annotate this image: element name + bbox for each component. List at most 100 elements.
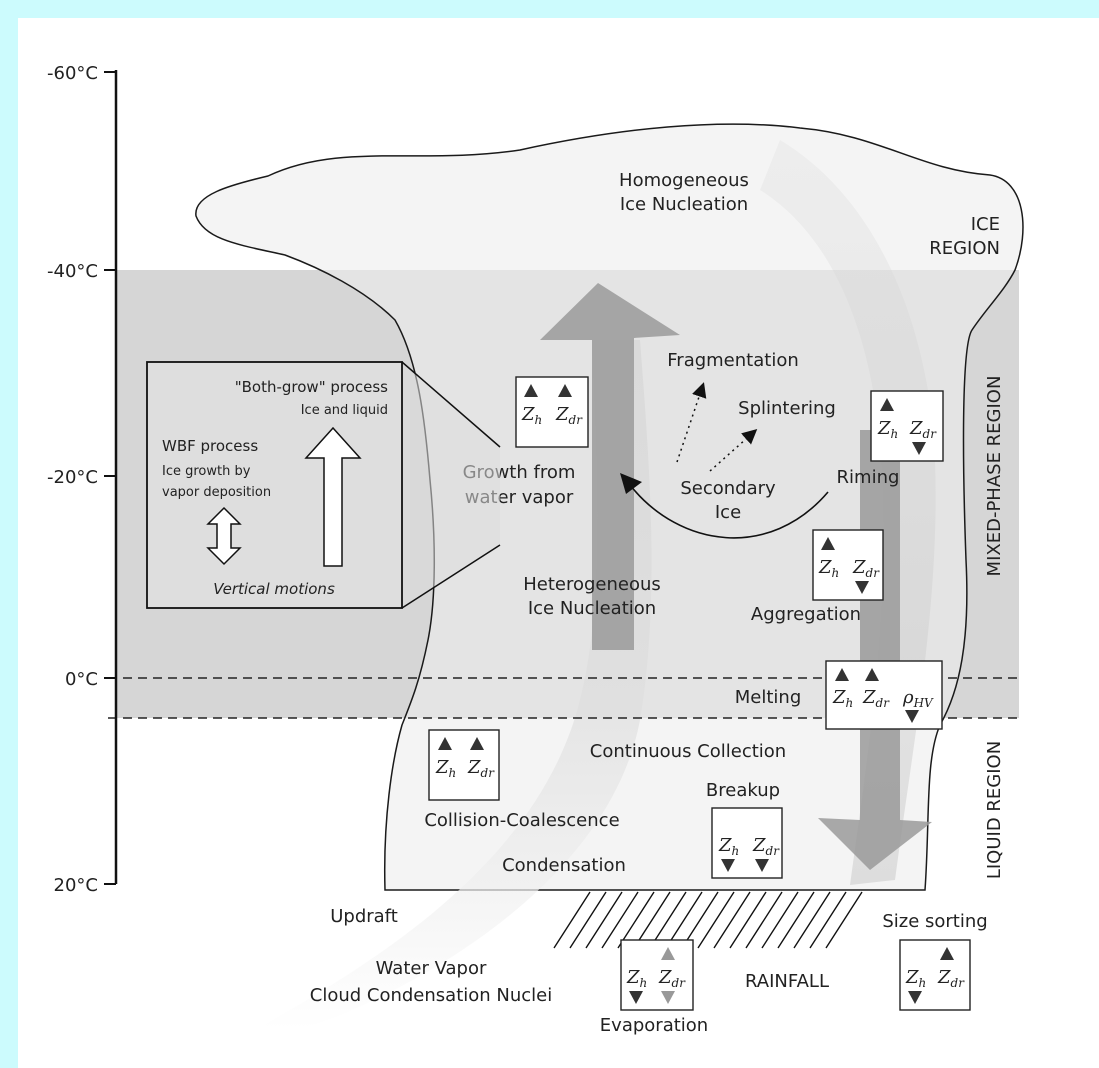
increase-triangle-icon <box>558 384 572 397</box>
size-sorting-label: Size sorting <box>882 911 987 932</box>
rain-streak <box>809 891 847 949</box>
ice-growth-label-1: Ice growth by <box>162 464 251 479</box>
riming-label: Riming <box>837 467 900 488</box>
ice-growth-label-2: vapor deposition <box>162 485 271 500</box>
homogeneous-label-2: Ice Nucleation <box>620 194 748 215</box>
rain-streak <box>649 891 687 949</box>
decrease-triangle-icon <box>908 991 922 1004</box>
heterogeneous-label-1: Heterogeneous <box>523 574 661 595</box>
rainfall-hatching <box>553 891 863 949</box>
splintering-label: Splintering <box>738 398 836 419</box>
homogeneous-label-1: Homogeneous <box>619 170 749 191</box>
increase-triangle-icon <box>865 668 879 681</box>
rain-streak <box>617 891 655 949</box>
tick-label-minus20: -20°C <box>47 467 98 488</box>
both-grow-label: "Both-grow" process <box>235 378 388 396</box>
rain-streak <box>569 891 607 949</box>
breakup-label: Breakup <box>706 780 780 801</box>
inset-connector-top <box>401 361 501 448</box>
decrease-triangle-icon <box>905 710 919 723</box>
decrease-triangle-icon <box>855 581 869 594</box>
rain-streak <box>761 891 799 949</box>
ice-liquid-label: Ice and liquid <box>301 403 388 418</box>
tick-label-20: 20°C <box>54 875 98 896</box>
tick-label-zero: 0°C <box>65 669 98 690</box>
rain-streak <box>665 891 703 949</box>
rain-streak <box>601 891 639 949</box>
increase-triangle-icon <box>661 947 675 960</box>
increase-triangle-icon <box>470 737 484 750</box>
inset-connector <box>402 362 500 608</box>
decrease-triangle-icon <box>629 991 643 1004</box>
rain-streak <box>729 891 767 949</box>
updraft-arrow <box>540 283 680 650</box>
cloud-microphysics-diagram: -60°C -40°C -20°C 0°C 20°C ICE REGION MI… <box>47 63 1024 1036</box>
condensation-label: Condensation <box>502 855 626 876</box>
fragmentation-dotted-arrow <box>676 382 707 463</box>
tick-label-minus40: -40°C <box>47 261 98 282</box>
both-grow-up-arrow-icon <box>304 426 362 567</box>
secondary-ice-label-2: Ice <box>715 502 741 523</box>
rain-streak <box>825 891 863 949</box>
rain-streak <box>553 891 591 949</box>
increase-triangle-icon <box>835 668 849 681</box>
indicator-frame <box>711 807 783 879</box>
increase-triangle-icon <box>821 537 835 550</box>
rain-streak <box>585 891 623 949</box>
mixed-phase-region-label: MIXED-PHASE REGION <box>984 376 1005 577</box>
diagram-canvas: -60°C -40°C -20°C 0°C 20°C ICE REGION MI… <box>18 18 1099 1068</box>
ice-region-label-1: ICE <box>971 214 1000 235</box>
splintering-dotted-arrow <box>709 429 758 472</box>
aggregation-label: Aggregation <box>751 604 861 625</box>
indicator-frame <box>870 390 944 462</box>
inset-connector-bottom <box>401 544 501 609</box>
decrease-triangle-icon <box>755 859 769 872</box>
wbf-label: WBF process <box>162 437 258 455</box>
indicator-frame <box>899 939 971 1011</box>
increase-triangle-icon <box>524 384 538 397</box>
riming-arrow-head-icon <box>620 473 642 494</box>
collision-coalescence-label: Collision-Coalescence <box>424 810 619 831</box>
indicator-frame <box>515 376 589 448</box>
rain-streak <box>633 891 671 949</box>
vertical-motion-double-arrow-icon <box>206 506 242 566</box>
inset-box <box>146 361 403 609</box>
decrease-triangle-icon <box>912 442 926 455</box>
rain-streak <box>777 891 815 949</box>
decrease-triangle-icon <box>721 859 735 872</box>
rain-streak <box>713 891 751 949</box>
decrease-triangle-icon <box>661 991 675 1004</box>
melting-label: Melting <box>735 687 802 708</box>
liquid-region-label: LIQUID REGION <box>984 741 1005 879</box>
rainfall-label: RAINFALL <box>745 971 829 992</box>
updraft-label: Updraft <box>330 906 398 927</box>
tick-label-minus60: -60°C <box>47 63 98 84</box>
ccn-label: Cloud Condensation Nuclei <box>310 985 553 1006</box>
continuous-collection-label: Continuous Collection <box>590 741 786 762</box>
rain-streak <box>793 891 831 949</box>
fragmentation-label: Fragmentation <box>667 350 798 371</box>
secondary-ice-label-1: Secondary <box>680 478 776 499</box>
riming-curve-arrow <box>629 484 829 539</box>
heterogeneous-label-2: Ice Nucleation <box>528 598 656 619</box>
precipitation-arrow <box>818 430 932 870</box>
rain-streak <box>697 891 735 949</box>
indicator-frame <box>825 660 943 730</box>
indicator-frame <box>812 529 884 601</box>
increase-triangle-icon <box>940 947 954 960</box>
ice-region-label-2: REGION <box>929 238 1000 259</box>
rain-streak <box>745 891 783 949</box>
indicator-frame <box>428 729 500 801</box>
increase-triangle-icon <box>880 398 894 411</box>
increase-triangle-icon <box>438 737 452 750</box>
vertical-motions-label: Vertical motions <box>213 580 335 598</box>
